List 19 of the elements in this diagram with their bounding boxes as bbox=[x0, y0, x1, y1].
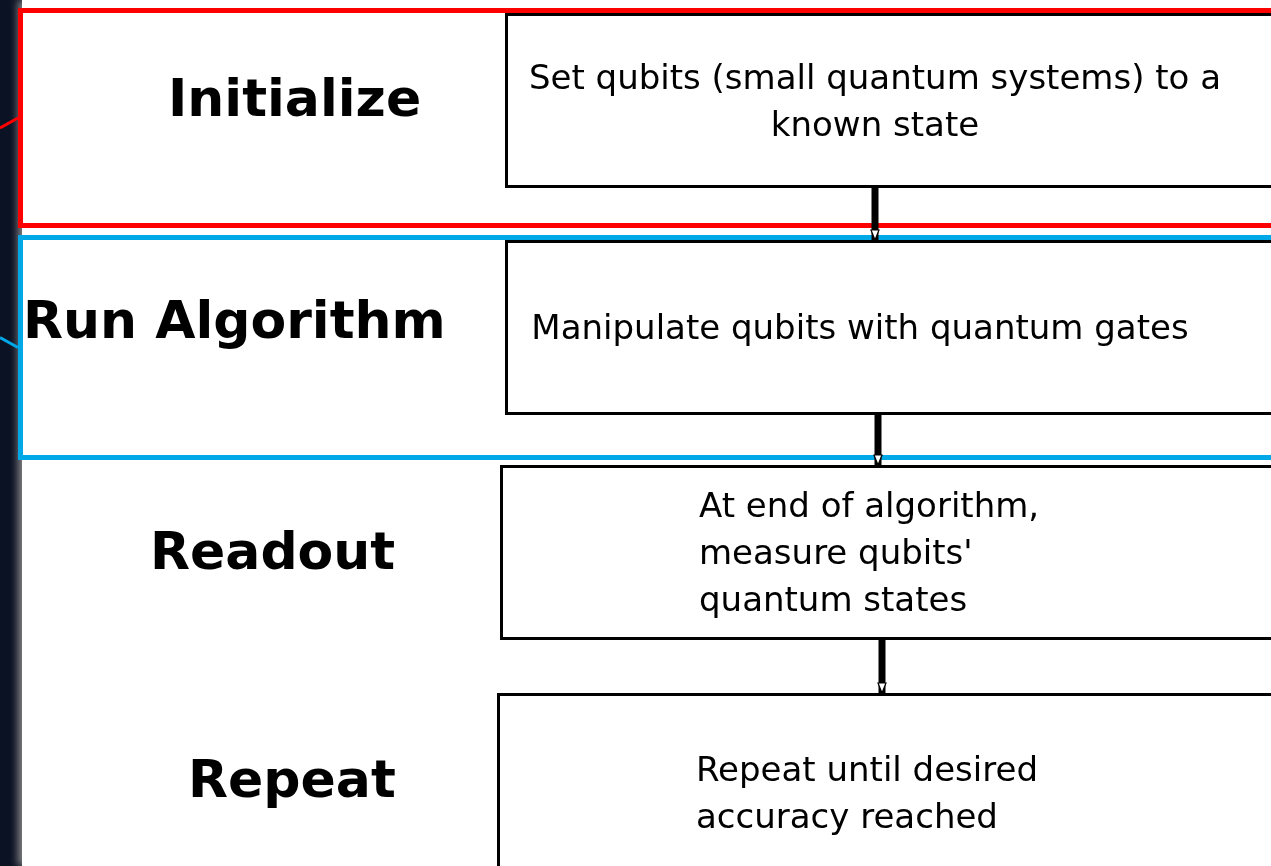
step-description: At end of algorithm, measure qubits' quantum states bbox=[699, 484, 1041, 621]
step-heading: Readout bbox=[150, 521, 396, 581]
step-description: Set qubits (small quantum systems) to a known state bbox=[527, 55, 1223, 146]
arrow bbox=[873, 415, 883, 466]
process-box bbox=[505, 13, 1271, 188]
highlight-frame bbox=[18, 8, 1271, 228]
process-box bbox=[500, 465, 1271, 640]
step-description: Manipulate qubits with quantum gates bbox=[531, 306, 1189, 349]
arrow bbox=[870, 188, 880, 241]
step-heading: Repeat bbox=[188, 749, 396, 809]
process-box bbox=[505, 240, 1271, 415]
step-description: Repeat until desired accuracy reached bbox=[696, 748, 1039, 838]
leader-line bbox=[0, 116, 19, 130]
highlight-frame bbox=[18, 235, 1271, 460]
step-heading: Run Algorithm bbox=[23, 290, 446, 350]
leader-line bbox=[0, 336, 19, 349]
step-heading: Initialize bbox=[168, 68, 422, 128]
process-box bbox=[497, 693, 1271, 866]
arrow bbox=[877, 640, 887, 694]
